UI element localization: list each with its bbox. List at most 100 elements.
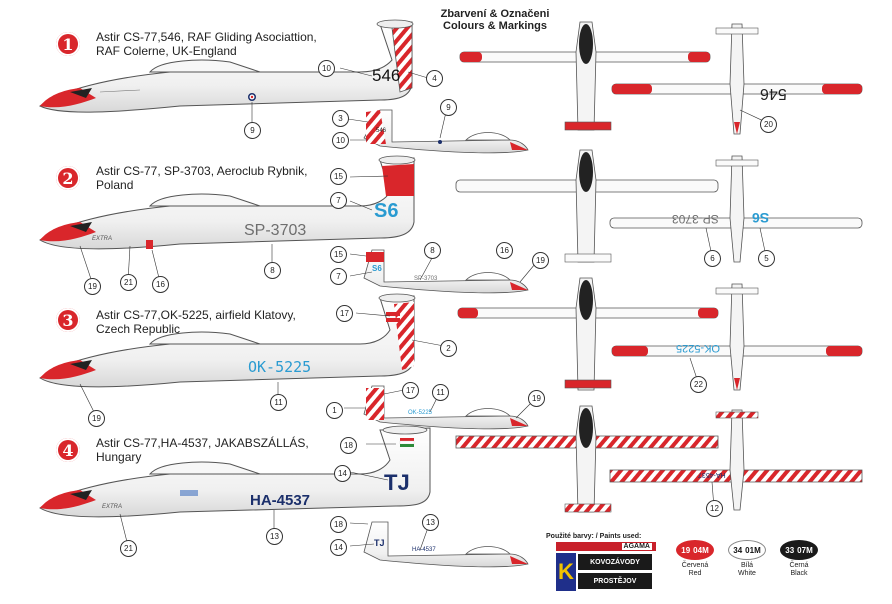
callout-8: 8: [264, 262, 281, 279]
brand-agama-label: AGAMA: [621, 543, 652, 550]
callout-15b: 15: [330, 246, 347, 263]
callout-19: 19: [84, 278, 101, 295]
sheet-title-cz: Zbarvení & Označeni: [440, 8, 550, 20]
paint-black: 33 07M: [780, 540, 818, 560]
nose-text-2: EXTRA: [92, 236, 113, 242]
under-view-4: [609, 409, 863, 511]
brand-k-logo-icon: K: [556, 553, 576, 591]
callout-10: 10: [318, 60, 335, 77]
paint-red: 19 04M: [676, 540, 714, 560]
paint-white-cz: Bílá: [740, 562, 754, 569]
callout-13: 13: [266, 528, 283, 545]
scheme-badge-3: 3: [56, 308, 80, 332]
paint-red-name: Červená Red: [673, 562, 717, 578]
sheet-title-en: Colours & Markings: [443, 20, 547, 32]
brand-prostejov: PROSTĚJOV: [578, 573, 652, 589]
paint-black-cz: Černá: [789, 562, 809, 569]
under-view-3: [611, 283, 863, 391]
scheme1-line2: RAF Colerne, UK-England: [96, 44, 237, 58]
paints-heading: Použité barvy: / Paints used:: [546, 533, 642, 540]
callout-19b: 19: [532, 252, 549, 269]
callout-7: 7: [330, 192, 347, 209]
under-view-2: [609, 155, 863, 263]
small-ok-5225: OK-5225: [408, 410, 433, 416]
paint-white-code-a: 34: [733, 545, 743, 555]
callout-17: 17: [336, 305, 353, 322]
paint-black-en: Black: [790, 570, 808, 577]
scheme-title-4: Astir CS-77,HA-4537, JAKABSZÁLLÁS, Hunga…: [96, 436, 309, 464]
scheme3-line1: Astir CS-77,OK-5225, airfield Klatovy,: [96, 308, 296, 322]
callout-7b: 7: [330, 268, 347, 285]
paint-black-code-b: 07M: [797, 545, 813, 555]
scheme-badge-2: 2: [56, 166, 80, 190]
fin-code-tj: TJ: [384, 470, 410, 495]
callout-22: 22: [690, 376, 707, 393]
wing-reg-s6: S6: [752, 210, 770, 226]
top-view-1: [459, 21, 711, 131]
sheet-title: Zbarvení & Označeni Colours & Markings: [420, 8, 570, 32]
scheme2-line2: Poland: [96, 178, 134, 192]
callout-11b: 11: [432, 384, 449, 401]
callout-9: 9: [244, 122, 261, 139]
reg-sp-3703: SP-3703: [244, 222, 307, 239]
scheme4-line2: Hungary: [96, 450, 142, 464]
scheme-title-2: Astir CS-77, SP-3703, Aeroclub Rybnik, P…: [96, 164, 307, 192]
callout-12: 12: [706, 500, 723, 517]
reg-ha-4537: HA-4537: [250, 492, 311, 509]
callout-17b: 17: [402, 382, 419, 399]
wing-reg-546: 546: [760, 85, 787, 102]
brand-kovozavody: KOVOZÁVODY: [578, 554, 652, 570]
scheme-title-3: Astir CS-77,OK-5225, airfield Klatovy, C…: [96, 308, 296, 336]
reg-546: 546: [372, 66, 401, 85]
callout-2: 2: [440, 340, 457, 357]
reg-ok-5225: OK-5225: [248, 358, 312, 376]
callout-21: 21: [120, 274, 137, 291]
scheme-title-1: Astir CS-77,546, RAF Gliding Asociattion…: [96, 30, 317, 58]
callout-3: 3: [332, 110, 349, 127]
scheme2-side-view: [39, 155, 416, 250]
under-view-1: [611, 23, 863, 135]
paint-black-name: Černá Black: [777, 562, 821, 578]
top-view-4: [455, 405, 719, 513]
callout-20: 20: [760, 116, 777, 133]
scheme3-small-side-view: [363, 385, 529, 430]
brand-agama-strip: AGAMA: [556, 542, 656, 551]
small-546: 546: [376, 128, 387, 134]
scheme1-line1: Astir CS-77,546, RAF Gliding Asociattion…: [96, 30, 317, 44]
scheme2-small-side-view: [363, 249, 529, 294]
callout-21b: 21: [120, 540, 137, 557]
small-tj: TJ: [374, 538, 385, 548]
brand-logos: AGAMA K KOVOZÁVODY PROSTĚJOV: [556, 542, 666, 594]
small-sp-3703: SP-3703: [414, 276, 438, 282]
wing-reg-ok-5225: OK-5225: [676, 342, 721, 354]
scheme3-side-view: [39, 293, 416, 388]
paint-white-code-b: 01M: [745, 545, 761, 555]
callout-4: 4: [426, 70, 443, 87]
small-ha-4537: HA-4537: [412, 547, 436, 553]
paint-red-en: Red: [688, 570, 702, 577]
callout-19d: 19: [528, 390, 545, 407]
small-s6: S6: [372, 264, 382, 273]
callout-10b: 10: [332, 132, 349, 149]
scheme-badge-4: 4: [56, 438, 80, 462]
scheme1-side-view: [39, 19, 414, 113]
callout-1: 1: [326, 402, 343, 419]
wing-reg-ha-4537: HA-4537: [698, 471, 726, 478]
callout-9b: 9: [440, 99, 457, 116]
wing-reg-sp-3703: SP-3703: [672, 212, 719, 226]
paint-red-cz: Červená: [681, 562, 709, 569]
top-view-2: [455, 149, 719, 263]
paint-red-code-b: 04M: [693, 545, 709, 555]
fin-code-s6: S6: [374, 200, 399, 222]
callout-14b: 14: [330, 539, 347, 556]
callout-8b: 8: [424, 242, 441, 259]
callout-16b: 16: [496, 242, 513, 259]
callout-13b: 13: [422, 514, 439, 531]
callout-11: 11: [270, 394, 287, 411]
scheme4-line1: Astir CS-77,HA-4537, JAKABSZÁLLÁS,: [96, 436, 309, 450]
nose-text-4: EXTRA: [102, 504, 123, 510]
paint-red-code-a: 19: [681, 545, 691, 555]
scheme4-side-view: [39, 425, 431, 518]
